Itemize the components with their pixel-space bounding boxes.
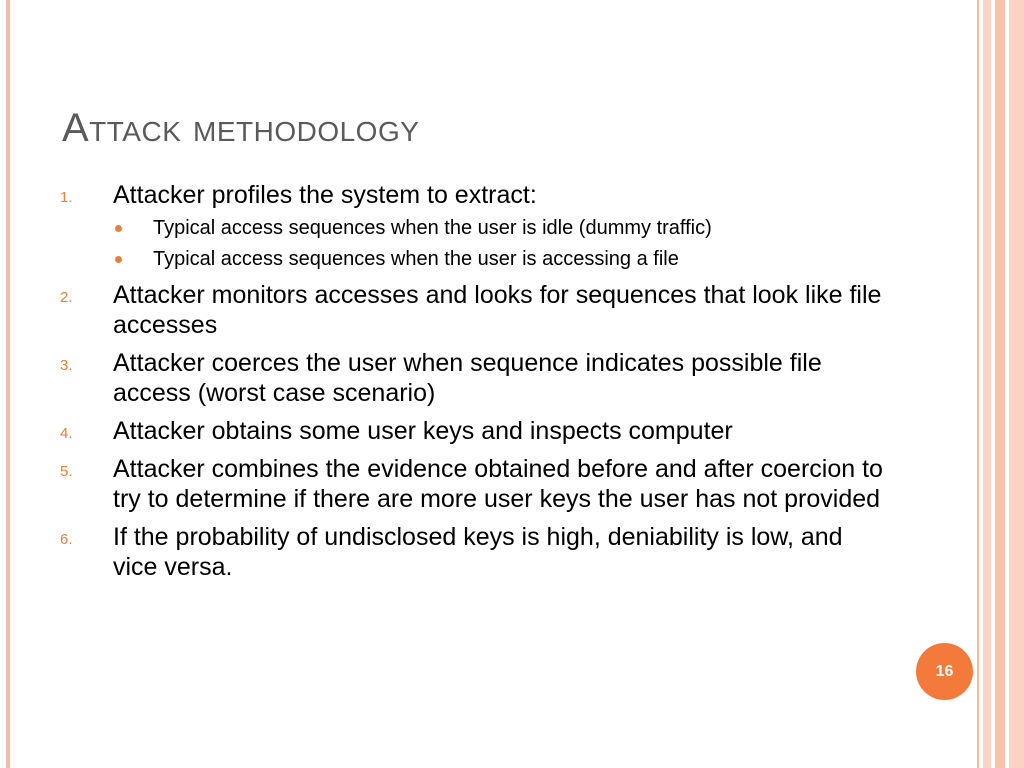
list-item: 4. Attacker obtains some user keys and i… bbox=[60, 416, 890, 446]
slide-content: 1. Attacker profiles the system to extra… bbox=[60, 180, 890, 590]
item-number: 1. bbox=[60, 189, 73, 206]
list-item: 3. Attacker coerces the user when sequen… bbox=[60, 348, 890, 408]
right-border-stripe bbox=[1009, 0, 1024, 768]
sub-list-item: Typical access sequences when the user i… bbox=[113, 216, 890, 241]
bullet-icon bbox=[115, 256, 122, 263]
item-text: Attacker obtains some user keys and insp… bbox=[113, 417, 733, 445]
item-text: Attacker coerces the user when sequence … bbox=[113, 349, 822, 407]
right-border-stripe bbox=[977, 0, 979, 768]
item-number: 4. bbox=[60, 425, 73, 442]
list-item: 1. Attacker profiles the system to extra… bbox=[60, 180, 890, 272]
item-text: Attacker monitors accesses and looks for… bbox=[113, 281, 882, 339]
list-item: 6. If the probability of undisclosed key… bbox=[60, 522, 890, 582]
bullet-icon bbox=[115, 225, 122, 232]
list-item: 2. Attacker monitors accesses and looks … bbox=[60, 280, 890, 340]
item-text: If the probability of undisclosed keys i… bbox=[113, 523, 843, 581]
item-number: 3. bbox=[60, 357, 73, 374]
sub-item-text: Typical access sequences when the user i… bbox=[153, 248, 679, 270]
right-border-stripe bbox=[983, 0, 991, 768]
item-number: 5. bbox=[60, 463, 73, 480]
item-text: Attacker profiles the system to extract: bbox=[113, 181, 537, 209]
page-number-badge: 16 bbox=[916, 643, 973, 700]
item-number: 6. bbox=[60, 531, 73, 548]
item-text: Attacker combines the evidence obtained … bbox=[113, 455, 883, 513]
right-border-stripe bbox=[995, 0, 1005, 768]
list-item: 5. Attacker combines the evidence obtain… bbox=[60, 454, 890, 514]
sub-list: Typical access sequences when the user i… bbox=[113, 216, 890, 272]
item-number: 2. bbox=[60, 289, 73, 306]
sub-item-text: Typical access sequences when the user i… bbox=[153, 217, 712, 239]
slide-title: Attack methodology bbox=[62, 106, 420, 150]
left-border-line bbox=[6, 0, 10, 768]
sub-list-item: Typical access sequences when the user i… bbox=[113, 247, 890, 272]
